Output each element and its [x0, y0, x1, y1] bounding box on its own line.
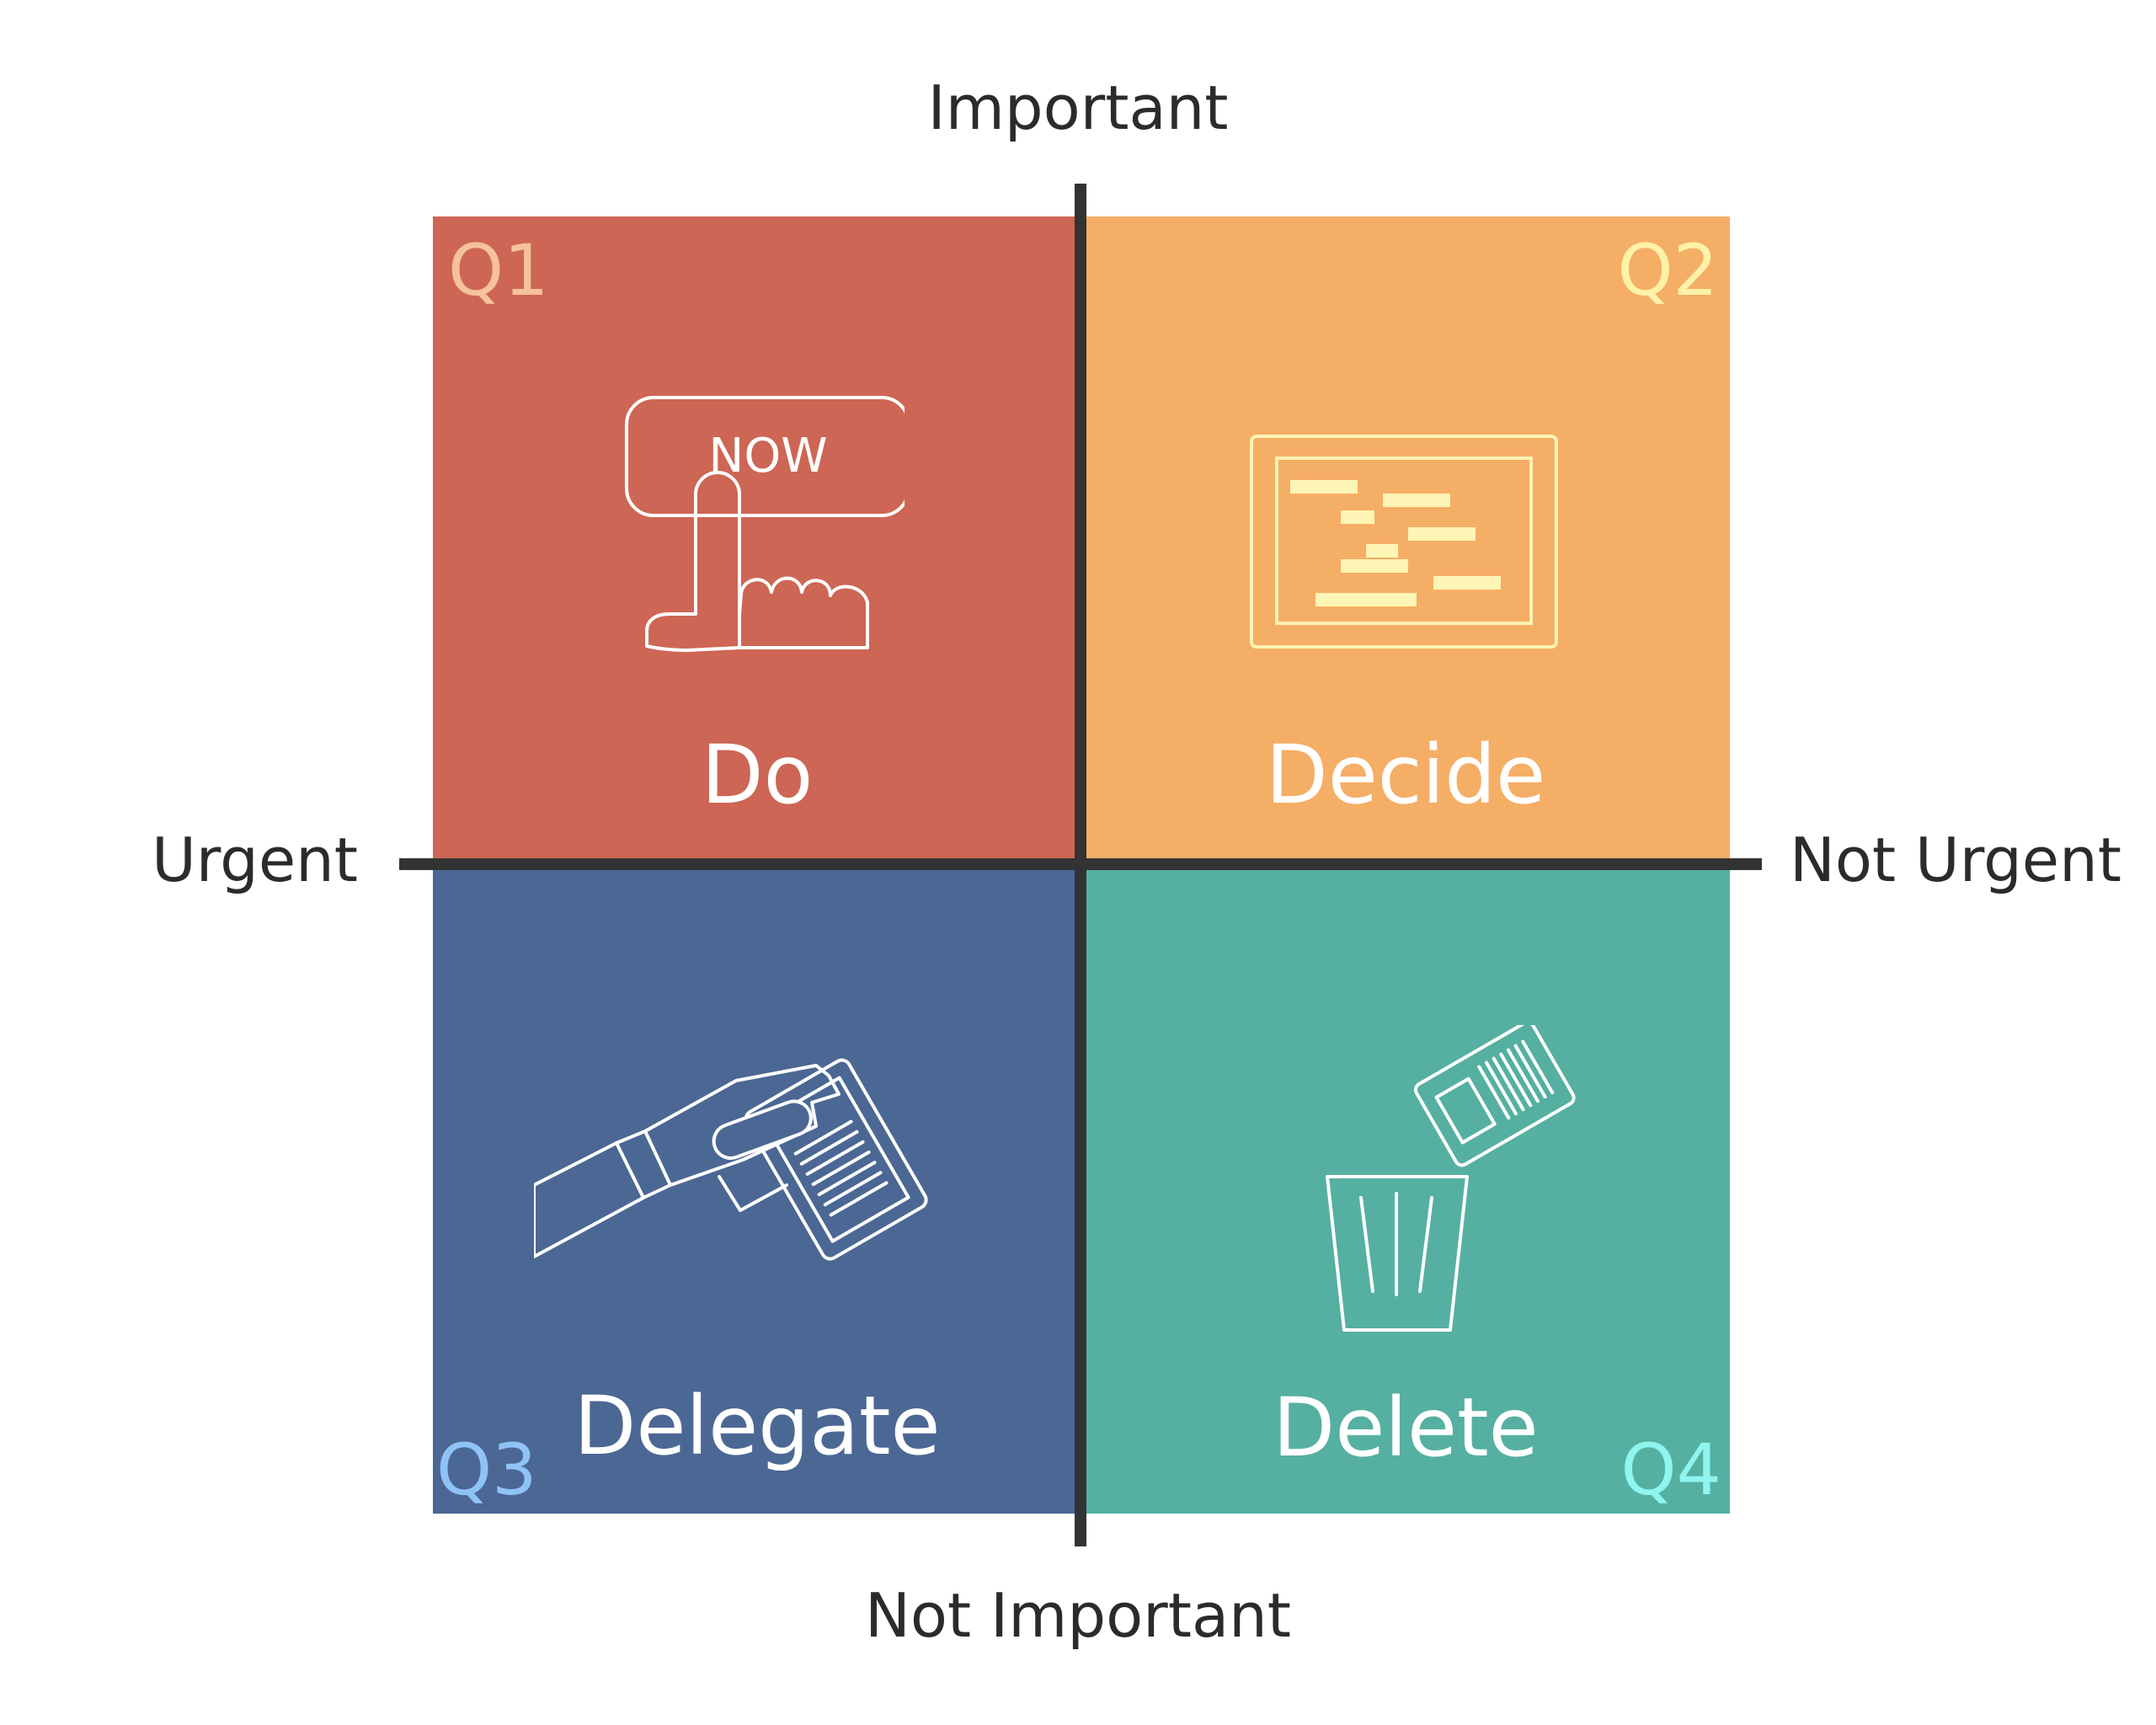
quadrant-number: Q1 — [448, 229, 549, 312]
axis-label-urgent: Urgent — [152, 825, 358, 895]
quadrant-title-do: Do — [701, 728, 814, 822]
now-button-label: NOW — [708, 429, 827, 483]
quadrant-number: Q4 — [1620, 1429, 1721, 1511]
horizontal-axis-line — [399, 858, 1762, 870]
axis-label-not-urgent: Not Urgent — [1790, 825, 2121, 895]
schedule-chart-icon — [1250, 435, 1558, 649]
finger-press-button-icon: NOW — [625, 396, 905, 652]
quadrant-q4: Delete Q4 — [1081, 865, 1730, 1514]
document-into-trash-icon — [1326, 1025, 1576, 1332]
quadrant-title-delete: Delete — [1273, 1381, 1539, 1475]
quadrant-q1: Q1 NOW Do — [433, 216, 1081, 865]
quadrant-title-decide: Decide — [1265, 728, 1546, 822]
quadrant-number: Q3 — [436, 1429, 537, 1511]
quadrant-q2: Q2 Decide — [1081, 216, 1730, 865]
axis-label-important: Important — [927, 72, 1229, 143]
hand-passing-document-icon — [534, 1058, 928, 1261]
quadrant-number: Q2 — [1617, 229, 1718, 312]
quadrant-q3: Delegate Q3 — [433, 865, 1081, 1514]
axis-label-not-important: Not Important — [865, 1580, 1291, 1651]
quadrant-title-delegate: Delegate — [574, 1379, 941, 1473]
